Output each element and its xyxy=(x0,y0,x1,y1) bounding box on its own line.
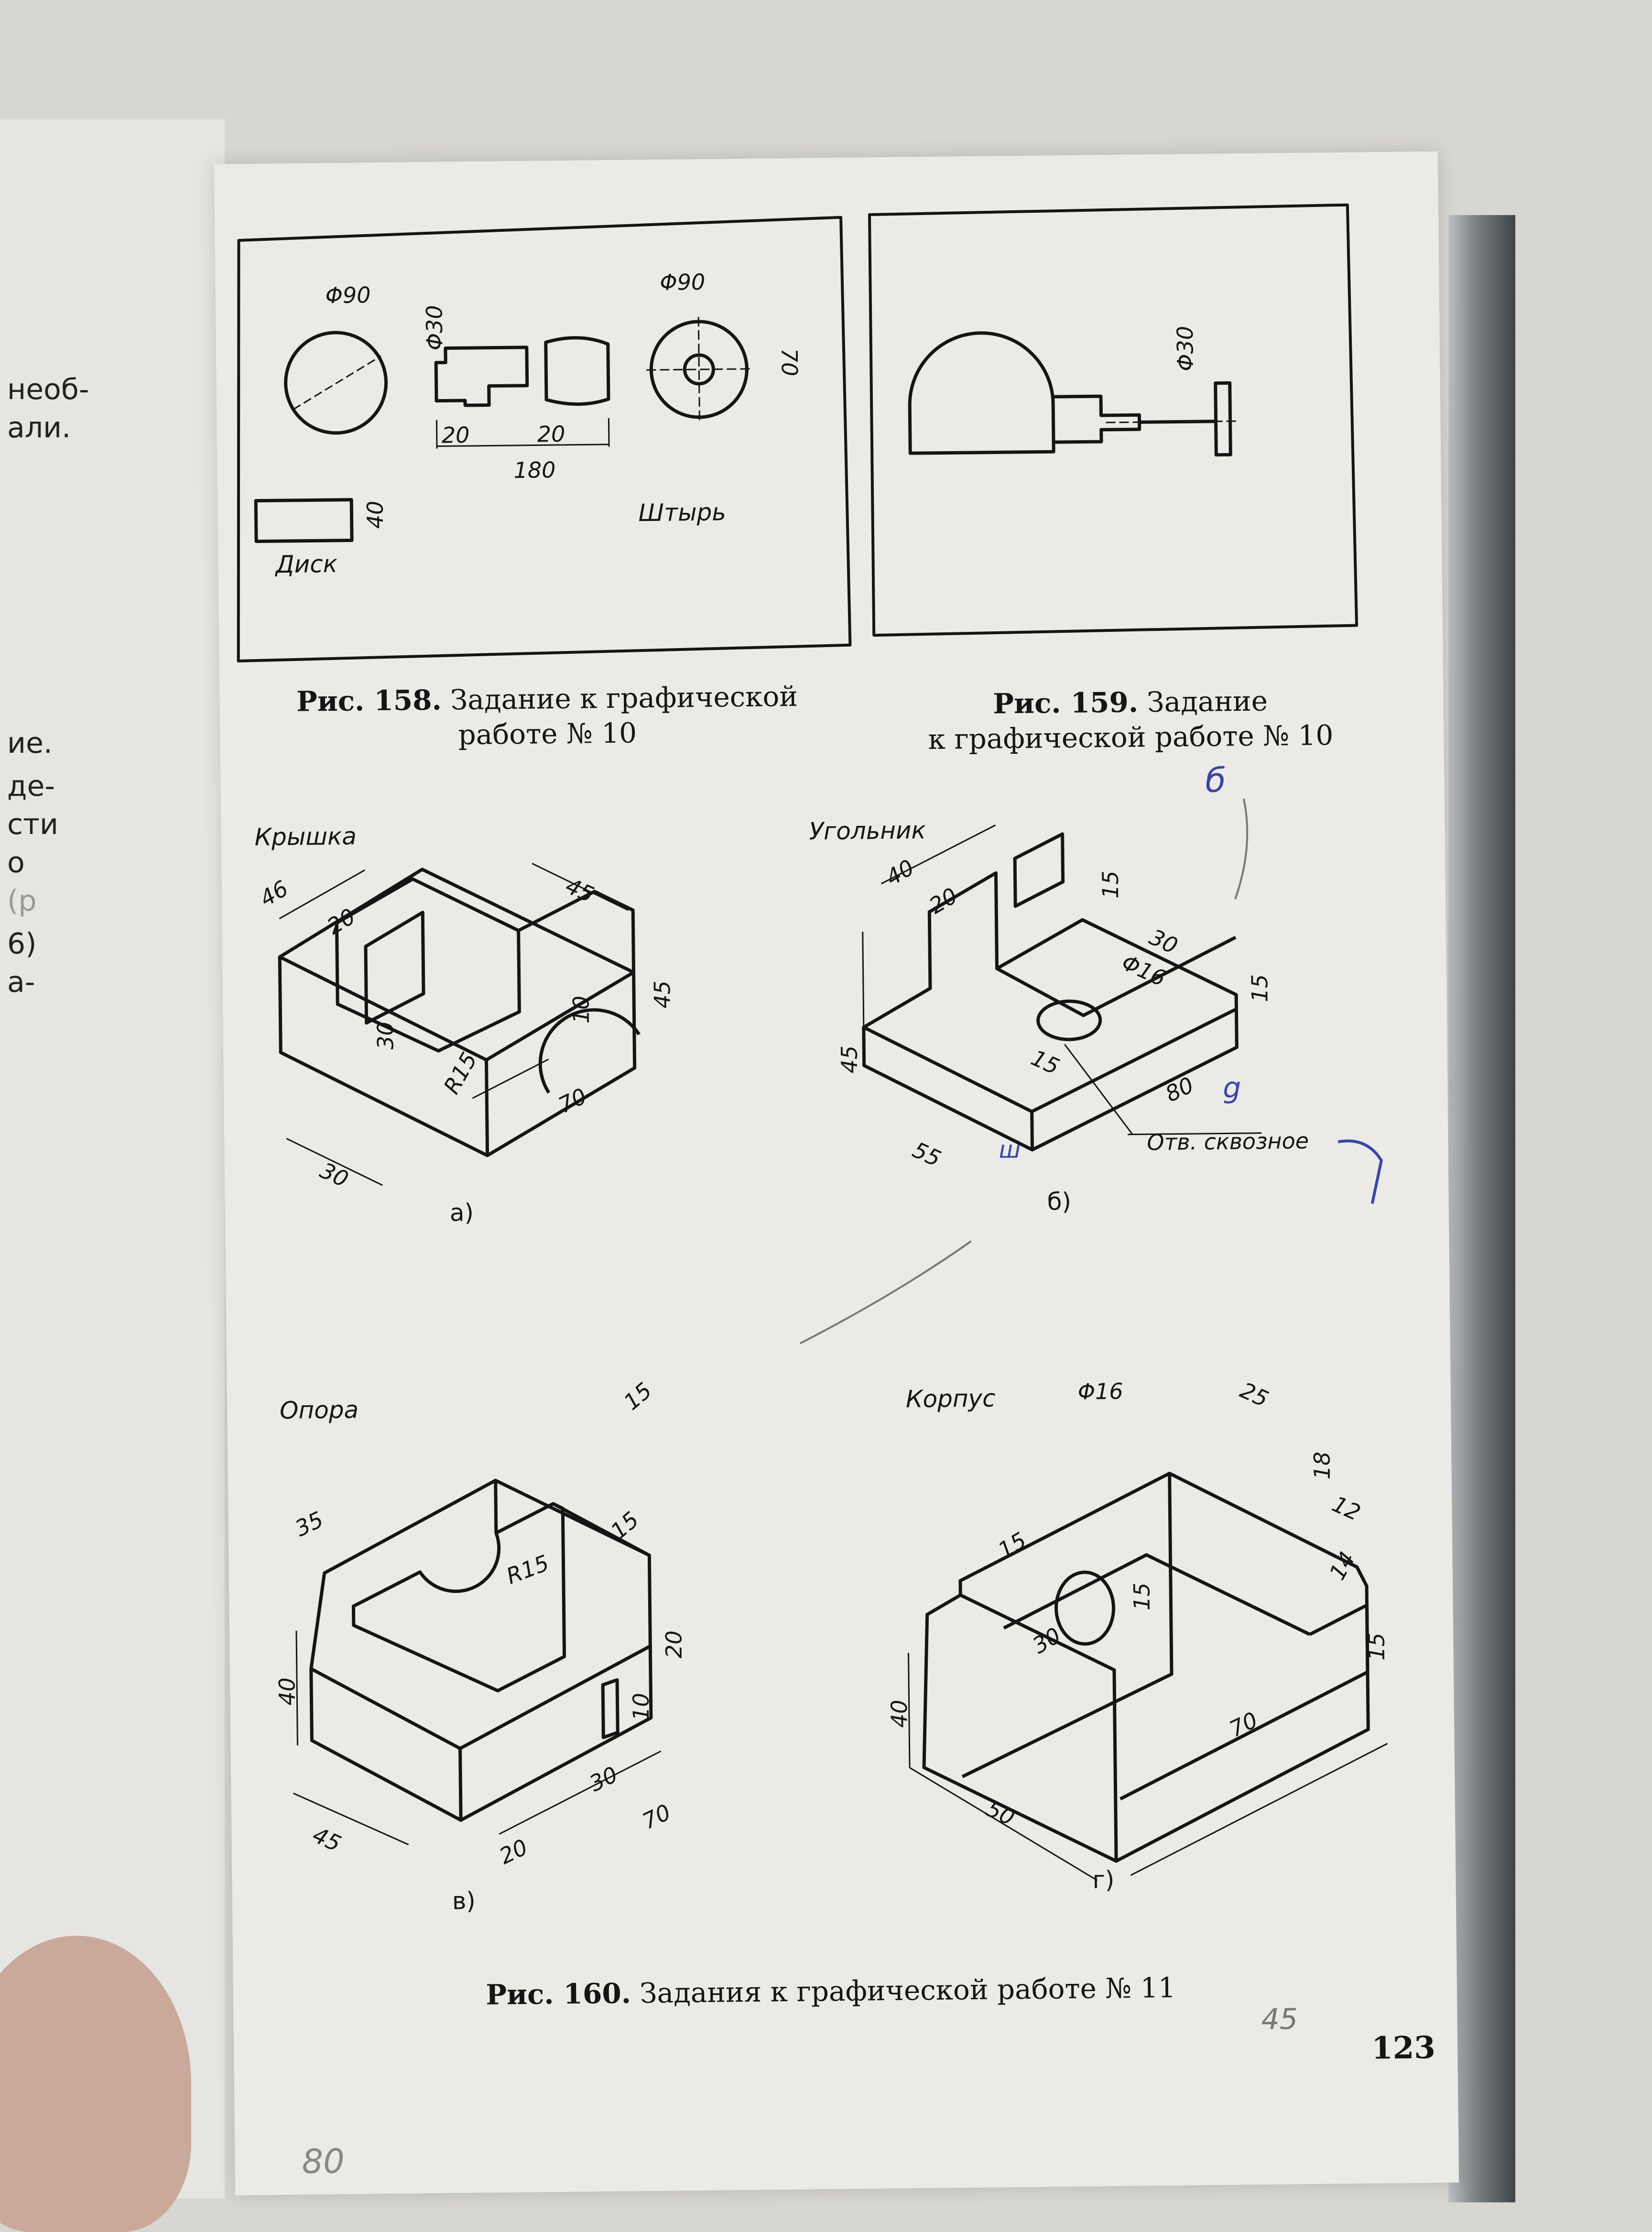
caption-text: Задание xyxy=(1147,684,1268,719)
part-title: Крышка xyxy=(254,822,357,851)
handwritten-mark: ш xyxy=(999,1135,1021,1164)
part-g-korpus xyxy=(908,1472,1388,1881)
dim-label: 10 xyxy=(628,1692,654,1721)
part-v-opora xyxy=(293,1479,662,1845)
pin-profile-left xyxy=(434,346,529,407)
pin-label: Штырь xyxy=(638,498,727,527)
dim-label: 20 xyxy=(537,421,565,447)
part-title: Опора xyxy=(279,1396,359,1425)
caption-number: Рис. 158. xyxy=(296,683,442,718)
dim-label: 15 xyxy=(1246,974,1273,1003)
part-a-kryshka xyxy=(278,863,641,1186)
through-hole-note: Отв. сквозное xyxy=(1147,1127,1309,1156)
dim-label: 20 xyxy=(441,422,470,448)
technical-drawings xyxy=(237,203,1388,1881)
dim-label: Φ30 xyxy=(1172,325,1198,371)
prev-line: а- xyxy=(7,965,35,999)
caption-number: Рис. 159. xyxy=(993,686,1139,720)
pin-profile-right xyxy=(544,336,610,406)
dim-label: 18 xyxy=(1309,1451,1336,1480)
dim-label: 20 xyxy=(661,1630,687,1659)
fig159-dome xyxy=(908,331,1055,455)
dim-label: 45 xyxy=(649,980,675,1009)
pen-marks xyxy=(1337,1139,1383,1204)
prev-line: о xyxy=(7,846,25,879)
dim-label: 15 xyxy=(1129,1582,1155,1611)
part-b-ugolnik xyxy=(862,824,1262,1152)
dim-label: 10 xyxy=(568,996,594,1024)
textbook-page: Φ90 Φ30 Φ90 70 20 20 180 40 Диск Штырь Р… xyxy=(214,151,1459,2196)
page-number: 123 xyxy=(1371,2029,1436,2067)
part-tag: в) xyxy=(452,1886,476,1915)
dim-label: 15 xyxy=(1097,870,1124,899)
handwritten-mark: б xyxy=(1205,760,1227,800)
pencil-marks xyxy=(799,798,1249,1344)
prev-line: (р xyxy=(7,884,37,918)
part-title: Угольник xyxy=(809,816,926,845)
caption-text: работе № 10 xyxy=(458,716,637,751)
prev-line: сти xyxy=(7,808,58,841)
caption-text: Задание к графической xyxy=(450,680,798,716)
prev-line: необ- xyxy=(7,373,89,406)
caption-number: Рис. 160. xyxy=(486,1977,631,2011)
fig158-caption: Рис. 158. Задание к графической работе №… xyxy=(248,679,846,754)
dim-label: 15 xyxy=(1363,1632,1390,1661)
dim-label: 70 xyxy=(776,348,803,377)
prev-line: ие. xyxy=(7,726,53,760)
thumb xyxy=(0,1936,191,2232)
dim-label: 30 xyxy=(372,1021,399,1050)
prev-line: 6) xyxy=(7,927,37,961)
caption-text: Задания к графической работе № 11 xyxy=(640,1971,1176,2010)
handwritten-mark: g xyxy=(1222,1071,1241,1105)
pencil-mark: 45 xyxy=(1261,2002,1298,2037)
disk-side-view xyxy=(254,498,354,543)
part-title: Корпус xyxy=(905,1384,996,1413)
dim-label: 180 xyxy=(513,457,556,483)
disk-front-circle xyxy=(284,331,388,435)
fig158-frame xyxy=(237,216,852,663)
caption-text: к графической работе № 10 xyxy=(928,718,1334,756)
book-spine xyxy=(1448,215,1515,2202)
dim-label: 40 xyxy=(274,1677,300,1706)
pencil-mark: 80 xyxy=(302,2141,345,2181)
part-tag: г) xyxy=(1092,1865,1115,1894)
fig159-frame xyxy=(868,203,1359,637)
prev-line: али. xyxy=(7,411,71,444)
part-tag: б) xyxy=(1047,1187,1072,1216)
dim-label: 40 xyxy=(362,500,389,529)
dim-label: 40 xyxy=(886,1700,913,1728)
dim-label: Φ30 xyxy=(421,305,448,351)
dim-label: 45 xyxy=(836,1045,863,1074)
previous-page: необ- али. ие. де- сти о (р 6) а- xyxy=(0,119,225,2199)
dim-label: Φ16 xyxy=(1077,1378,1123,1405)
dim-label: Φ90 xyxy=(660,269,706,295)
part-tag: а) xyxy=(449,1198,474,1227)
disk-label: Диск xyxy=(275,550,338,579)
dim-label: Φ90 xyxy=(325,282,371,309)
prev-line: де- xyxy=(7,769,55,803)
fig159-caption: Рис. 159. Задание к графической работе №… xyxy=(879,683,1381,757)
